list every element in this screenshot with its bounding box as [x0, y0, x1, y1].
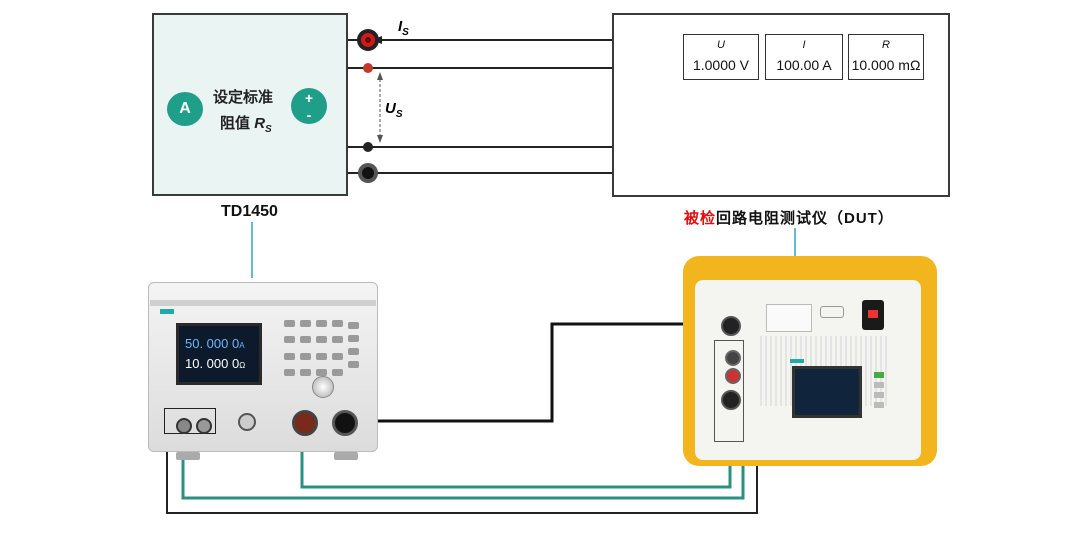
keypad-key[interactable] — [300, 320, 311, 327]
instrument-side-keys — [348, 322, 364, 382]
dut-side-keys — [874, 372, 884, 414]
is-symbol: I — [398, 18, 403, 35]
dut-logo-icon — [790, 359, 804, 363]
dut-terminal-block — [714, 340, 744, 442]
instrument-foot — [176, 452, 200, 460]
keypad-key[interactable] — [316, 352, 327, 360]
keypad-key[interactable] — [284, 352, 295, 360]
readout-current-name: I — [802, 39, 806, 51]
instrument-logo-icon — [160, 309, 174, 314]
ammeter-symbol: A — [167, 92, 203, 126]
keypad-key[interactable] — [332, 368, 343, 376]
voltage-source-symbol: + - — [291, 88, 327, 124]
side-key[interactable] — [348, 361, 359, 368]
sense-terminal-black[interactable] — [196, 418, 212, 434]
readout-resistance-value: 10.000 mΩ — [851, 57, 921, 73]
source-plus: + — [304, 90, 314, 106]
instrument-top-strip — [150, 300, 376, 306]
instrument-keypad — [284, 320, 346, 380]
td1450-title: TD1450 — [221, 203, 278, 220]
is-subscript: S — [402, 27, 409, 38]
reading-top-value: 50. 000 0 — [185, 336, 240, 351]
dut-usb-port[interactable] — [820, 306, 844, 318]
keypad-key[interactable] — [332, 352, 343, 360]
readout-resistance-name: R — [882, 39, 890, 51]
sense-terminal-block — [164, 408, 216, 434]
rs-symbol: R — [254, 115, 266, 132]
keypad-key[interactable] — [316, 336, 327, 344]
dut-terminal-current-red[interactable] — [721, 390, 741, 410]
instrument-reading-top: 50. 000 0A — [185, 336, 245, 351]
side-key[interactable] — [348, 335, 359, 342]
dut-terminal-sense-red[interactable] — [725, 368, 741, 384]
dut-key[interactable] — [874, 382, 884, 388]
keypad-key[interactable] — [332, 320, 343, 327]
current-terminal-black[interactable] — [332, 410, 358, 436]
dut-terminal-sense-black[interactable] — [725, 350, 741, 366]
current-terminal-red[interactable] — [292, 410, 318, 436]
readout-current-value: 100.00 A — [776, 57, 832, 73]
keypad-key[interactable] — [284, 368, 295, 376]
side-key[interactable] — [348, 322, 359, 329]
readout-resistance: R 10.000 mΩ — [848, 34, 924, 80]
dut-key[interactable] — [874, 372, 884, 378]
readout-current: I 100.00 A — [765, 34, 843, 80]
keypad-key[interactable] — [284, 320, 295, 327]
instrument-foot — [334, 452, 358, 460]
dut-key[interactable] — [874, 392, 884, 398]
dut-printer — [766, 304, 812, 332]
dut-title-rest: 回路电阻测试仪（DUT） — [716, 210, 894, 227]
readout-voltage-value: 1.0000 V — [692, 57, 750, 73]
reading-bottom-unit: Ω — [239, 361, 246, 370]
instrument-port[interactable] — [238, 413, 256, 431]
keypad-key[interactable] — [332, 336, 343, 344]
dut-key[interactable] — [874, 402, 884, 408]
is-label: IS — [398, 18, 409, 38]
instrument-knob[interactable] — [312, 376, 334, 398]
source-minus: - — [306, 107, 312, 123]
rs-subscript: S — [265, 124, 272, 135]
keypad-key[interactable] — [300, 336, 311, 344]
td-text-line1: 设定标准 — [213, 89, 274, 106]
keypad-key[interactable] — [300, 368, 311, 376]
dut-title: 被检回路电阻测试仪（DUT） — [684, 207, 894, 228]
readout-voltage-name: U — [717, 39, 725, 51]
dut-title-highlight: 被检 — [684, 210, 717, 227]
side-key[interactable] — [348, 348, 359, 355]
reading-top-unit: A — [239, 341, 245, 350]
keypad-key[interactable] — [300, 352, 311, 360]
td-text-line2: 阻值 RS — [220, 112, 272, 135]
dut-power-switch[interactable] — [868, 310, 878, 318]
us-label: US — [385, 100, 403, 120]
instrument-screen: 50. 000 0A 10. 000 0Ω — [176, 323, 262, 385]
instrument-reading-bottom: 10. 000 0Ω — [185, 356, 245, 371]
td-text-line2-prefix: 阻值 — [220, 115, 251, 132]
dut-terminal-current-black[interactable] — [721, 316, 741, 336]
keypad-key[interactable] — [316, 320, 327, 327]
dut-screen — [792, 366, 862, 418]
us-symbol: U — [385, 100, 396, 117]
ammeter-label: A — [179, 100, 191, 117]
keypad-key[interactable] — [284, 336, 295, 344]
us-subscript: S — [395, 109, 403, 120]
readout-voltage: U 1.0000 V — [683, 34, 759, 80]
sense-terminal-red[interactable] — [176, 418, 192, 434]
reading-bottom-value: 10. 000 0 — [185, 356, 240, 371]
keypad-key[interactable] — [316, 368, 327, 376]
